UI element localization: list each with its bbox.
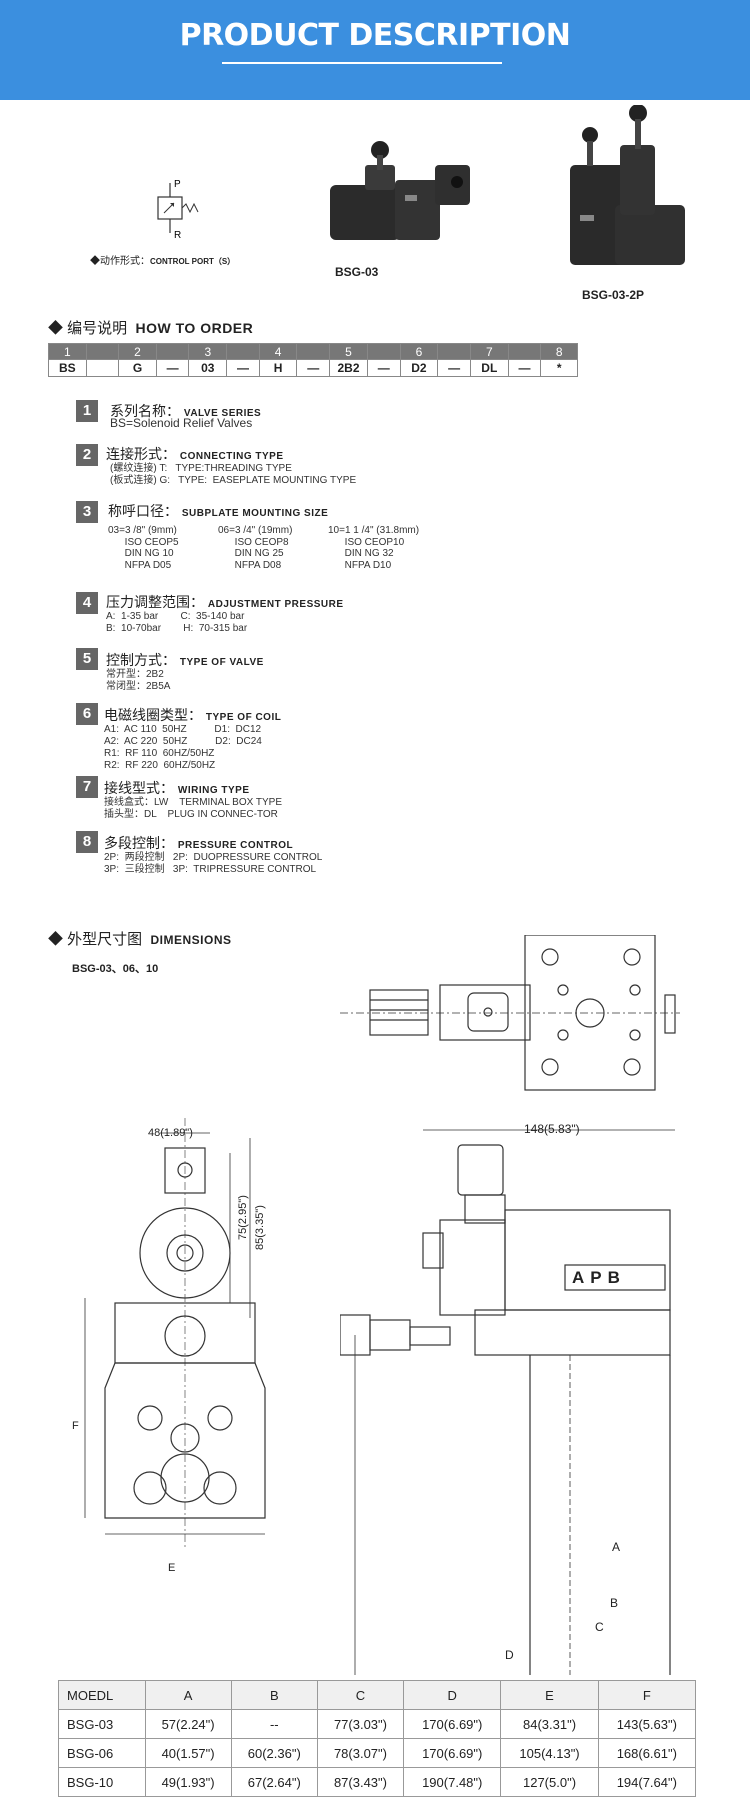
item-line: A2: AC 220 50HZ D2: DC24 bbox=[104, 736, 262, 747]
symbol-r-label: R bbox=[174, 230, 181, 241]
item-line: R1: RF 110 60HZ/50HZ bbox=[104, 748, 215, 759]
item-title: 控制方式： TYPE OF VALVE bbox=[106, 652, 264, 668]
item-line: 插头型：DL PLUG IN CONNEC-TOR bbox=[104, 809, 278, 820]
apb-logo-text: APB bbox=[572, 1268, 626, 1287]
dim-85-label: 85(3.35") bbox=[254, 1205, 266, 1250]
top-view-drawing bbox=[340, 935, 680, 1091]
item-number-badge: 8 bbox=[76, 831, 98, 853]
item-line: 2P: 两段控制 2P: DUOPRESSURE CONTROL bbox=[104, 852, 323, 863]
dim-f-label: F bbox=[72, 1420, 79, 1432]
header-banner bbox=[0, 0, 750, 100]
item-line: A1: AC 110 50HZ D1: DC12 bbox=[104, 724, 262, 735]
dim-75-label: 75(2.95") bbox=[237, 1195, 249, 1240]
item-title: 接线型式： WIRING TYPE bbox=[104, 780, 250, 796]
item-number-badge: 6 bbox=[76, 703, 98, 725]
photo-label-bsg03: BSG-03 bbox=[335, 265, 379, 279]
item-line: R2: RF 220 60HZ/50HZ bbox=[104, 760, 216, 771]
item-title: 称呼口径： SUBPLATE MOUNTING SIZE bbox=[108, 503, 329, 519]
size-grid: 03=3 /8" (9mm)06=3 /4" (19mm)10=1 1 /4" … bbox=[108, 525, 420, 571]
item-title: 多段控制： PRESSURE CONTROL bbox=[104, 835, 294, 851]
dim-a-label: A bbox=[612, 1540, 621, 1554]
dim-b-label: B bbox=[610, 1596, 619, 1610]
hydraulic-symbol: P R bbox=[157, 179, 199, 241]
item-title: 电磁线圈类型： TYPE OF COIL bbox=[104, 707, 282, 723]
dim-c-label: C bbox=[595, 1620, 604, 1634]
front-view-drawing bbox=[84, 1118, 266, 1548]
photo-label-bsg03-2p: BSG-03-2P bbox=[582, 288, 645, 302]
item-number-badge: 4 bbox=[76, 592, 98, 614]
dimensions-heading: ◆ 外型尺寸图 DIMENSIONS bbox=[48, 931, 232, 948]
item-title: 连接形式： CONNECTING TYPE bbox=[106, 446, 284, 462]
dim-148-label: 148(5.83") bbox=[524, 1122, 580, 1136]
dim-d-label: D bbox=[505, 1648, 514, 1662]
item-line: 常开型：2B2 bbox=[106, 669, 164, 680]
dim-e-label: E bbox=[168, 1562, 176, 1574]
item-line: (螺纹连接) T: TYPE:THREADING TYPE bbox=[110, 463, 292, 474]
item-number-badge: 2 bbox=[76, 444, 98, 466]
valve-photo-bsg03-2p bbox=[570, 105, 685, 265]
item-number-badge: 3 bbox=[76, 501, 98, 523]
how-to-order-heading: ◆ 编号说明 HOW TO ORDER bbox=[48, 320, 254, 337]
title-underline bbox=[222, 62, 502, 64]
item-number-badge: 1 bbox=[76, 400, 98, 422]
item-number-badge: 7 bbox=[76, 776, 98, 798]
dim-48-label: 48(1.89") bbox=[148, 1127, 193, 1139]
symbol-p-label: P bbox=[174, 179, 181, 190]
item-line: 接线盒式：LW TERMINAL BOX TYPE bbox=[104, 797, 282, 808]
item-line: A: 1-35 bar C: 35-140 bar bbox=[106, 611, 245, 622]
symbol-caption: ◆动作形式：CONTROL PORT（S） bbox=[90, 256, 236, 267]
page-title: PRODUCT DESCRIPTION bbox=[179, 18, 571, 53]
item-number-badge: 5 bbox=[76, 648, 98, 670]
valve-photo-bsg03 bbox=[330, 141, 470, 240]
item-line: (板式连接) G: TYPE: EASEPLATE MOUNTING TYPE bbox=[110, 475, 357, 486]
item-line: 常闭型：2B5A bbox=[106, 681, 171, 692]
item-line: BS=Solenoid Relief Valves bbox=[110, 416, 253, 430]
apb-plate bbox=[564, 1264, 666, 1291]
item-title: 系列名称： VALVE SERIES bbox=[110, 403, 262, 419]
item-title: 压力调整范围： ADJUSTMENT PRESSURE bbox=[106, 594, 344, 610]
item-line: 3P: 三段控制 3P: TRIPRESSURE CONTROL bbox=[104, 864, 317, 875]
item-line: B: 10-70bar H: 70-315 bar bbox=[106, 623, 248, 634]
dimensions-subtitle: BSG-03、06、10 bbox=[72, 963, 159, 975]
side-view-drawing bbox=[340, 1129, 675, 1675]
